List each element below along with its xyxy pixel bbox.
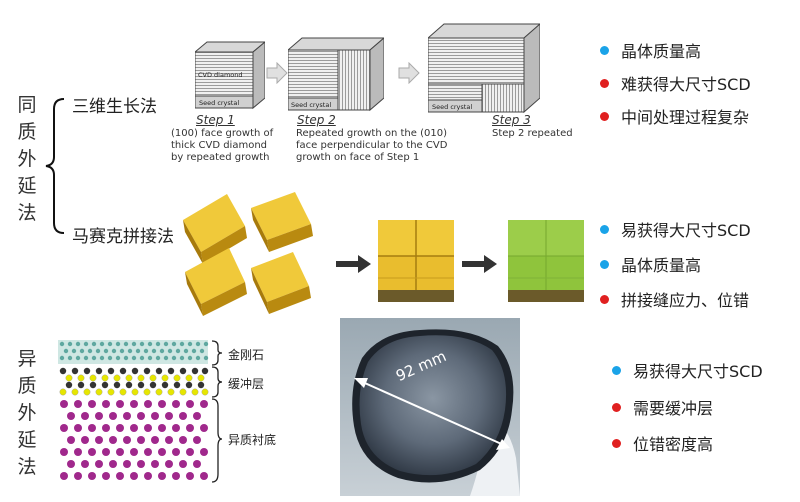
step-arrow-1 — [266, 62, 288, 84]
assembled-gold-block — [378, 220, 454, 302]
method-bracket — [45, 98, 65, 234]
step2-block: Seed crystal — [288, 37, 384, 112]
step2-title: Step 2 — [297, 113, 336, 127]
step1-seed-label: Seed crystal — [199, 99, 239, 107]
method-mosaic: 马赛克拼接法 — [72, 227, 174, 247]
blue-dot-icon — [600, 224, 609, 234]
gold-tile-2 — [251, 192, 313, 252]
buffer-layer-label: 缓冲层 — [228, 377, 265, 391]
step2-seed-label: Seed crystal — [291, 101, 331, 109]
step3-title: Step 3 — [492, 113, 531, 127]
red-dot-icon — [612, 438, 621, 448]
bullet-top-3: 中间处理过程复杂 — [600, 104, 749, 128]
red-dot-icon — [600, 294, 609, 304]
step1-block: CVD diamond Seed crystal — [195, 41, 265, 110]
gold-tile-3 — [185, 248, 247, 316]
bullet-bottom-3: 位错密度高 — [612, 431, 713, 455]
heteroepitaxy-layers — [58, 340, 209, 480]
bullet-mid-3: 拼接缝应力、位错 — [600, 287, 749, 311]
step2-desc: Repeated growth on the (010)face perpend… — [296, 128, 448, 163]
blue-dot-icon — [612, 365, 621, 375]
red-dot-icon — [600, 111, 609, 121]
mosaic-arrow-2 — [462, 255, 497, 273]
bullet-mid-2: 晶体质量高 — [600, 252, 701, 276]
diamond-layer — [58, 340, 209, 364]
step3-desc: Step 2 repeated — [492, 128, 573, 139]
blue-dot-icon — [600, 45, 609, 55]
bullet-bottom-1: 易获得大尺寸SCD — [612, 358, 763, 382]
assembled-green-block — [508, 220, 584, 302]
blue-dot-icon — [600, 259, 609, 269]
step1-cvd-label: CVD diamond — [198, 71, 243, 79]
bullet-mid-1: 易获得大尺寸SCD — [600, 217, 751, 241]
substrate-layer — [60, 400, 208, 480]
mosaic-tiles — [183, 192, 313, 316]
step1-title: Step 1 — [196, 113, 235, 127]
step3-seed-label: Seed crystal — [432, 103, 472, 111]
mosaic-arrow-1 — [336, 255, 371, 273]
method-3d-growth: 三维生长法 — [72, 97, 157, 117]
red-dot-icon — [600, 78, 609, 88]
heteroepitaxy-label: 异质外延法 — [17, 348, 37, 478]
red-dot-icon — [612, 402, 621, 412]
step3-block: Seed crystal — [428, 23, 540, 114]
gold-tile-1 — [183, 194, 247, 264]
step-arrow-2 — [398, 62, 420, 84]
substrate-layer-label: 异质衬底 — [228, 433, 277, 447]
homoepitaxy-label: 同质外延法 — [17, 94, 37, 224]
buffer-layer — [59, 367, 209, 396]
diamond-layer-label: 金刚石 — [228, 348, 265, 362]
wafer-photo: 92 mm — [340, 318, 520, 496]
gold-tile-4 — [251, 252, 311, 314]
bullet-bottom-2: 需要缓冲层 — [612, 395, 713, 419]
bullet-top-1: 晶体质量高 — [600, 38, 701, 62]
bullet-top-2: 难获得大尺寸SCD — [600, 71, 751, 95]
layer-braces — [211, 340, 223, 483]
